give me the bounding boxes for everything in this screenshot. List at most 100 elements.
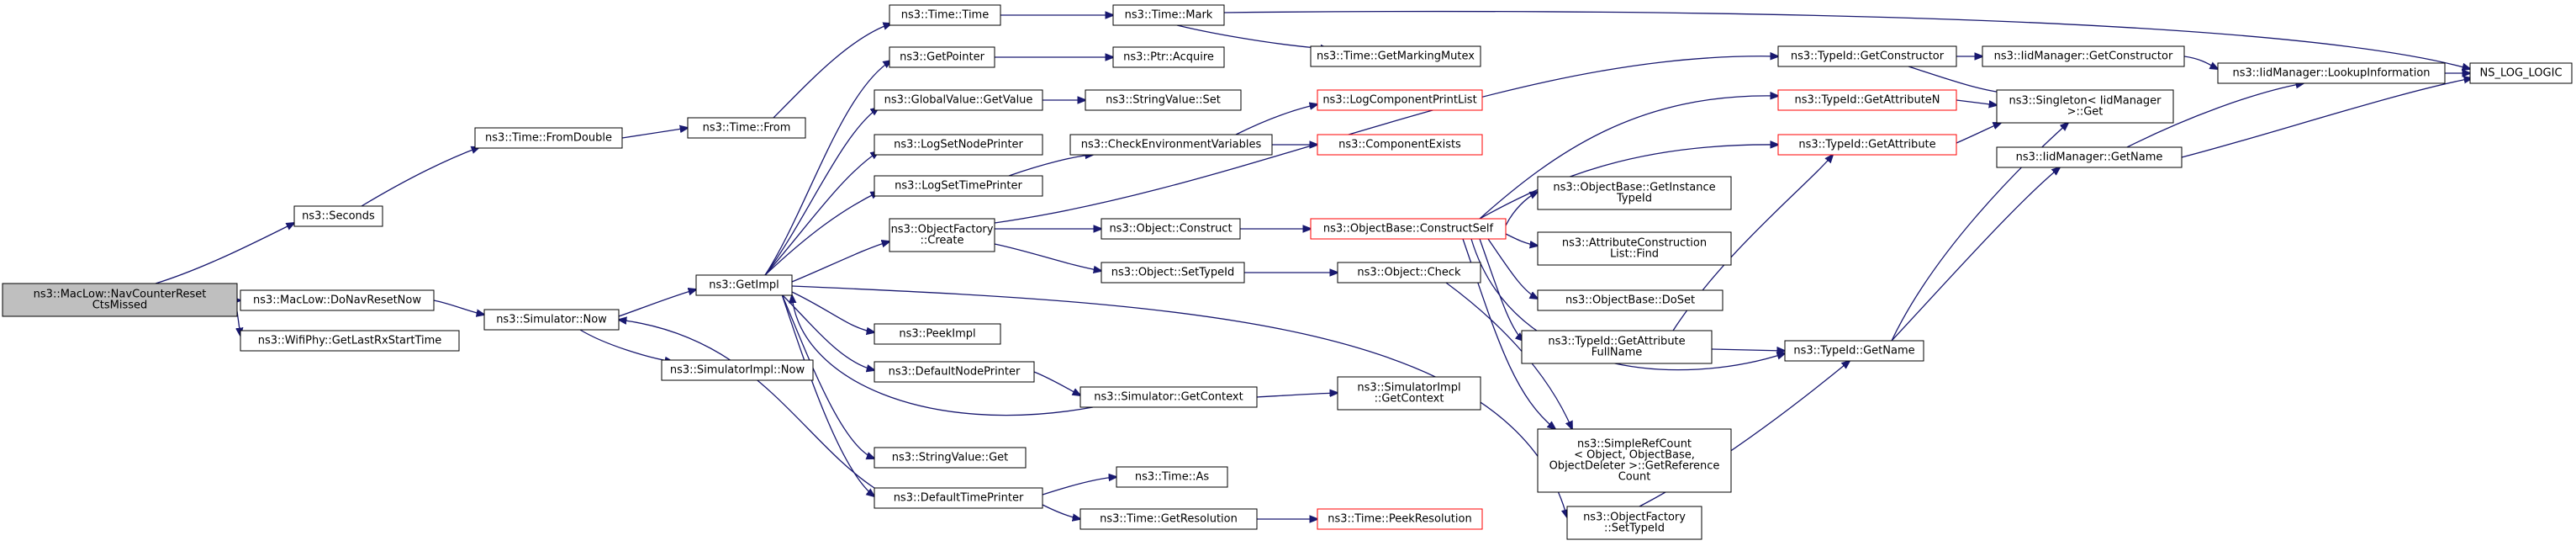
graph-node[interactable]: ns3::SimulatorImpl::Now (661, 359, 814, 381)
graph-node[interactable]: ns3::LogSetTimePrinter (874, 175, 1043, 197)
graph-node[interactable]: ns3::IidManager::LookupInformation (2217, 62, 2446, 84)
edge-iidgetname-to-lookupinfo (2126, 83, 2304, 148)
graph-node[interactable]: ns3::ObjectFactory::Create (889, 218, 995, 252)
node-box (1777, 134, 1957, 156)
graph-node[interactable]: ns3::Time::GetMarkingMutex (1310, 45, 1481, 67)
node-box (1317, 89, 1483, 111)
graph-node[interactable]: ns3::Singleton< IidManager >::Get (1996, 89, 2174, 124)
graph-node[interactable]: ns3::SimulatorImpl::GetContext (1337, 376, 1481, 411)
node-label: ns3::Object::SetTypeId (1111, 267, 1234, 279)
node-label: ns3::Simulator::Now (496, 314, 607, 326)
node-label: ns3::Time::PeekResolution (1328, 513, 1471, 526)
node-box (240, 289, 435, 311)
graph-node[interactable]: ns3::Object::Construct (1101, 218, 1241, 240)
graph-node[interactable]: ns3::Seconds (293, 205, 383, 227)
node-label: ns3::DefaultNodePrinter (889, 366, 1021, 379)
graph-node[interactable]: ns3::Time::PeekResolution (1317, 508, 1483, 530)
graph-node[interactable]: ns3::Time::As (1116, 466, 1228, 488)
node-box (1777, 45, 1957, 67)
edge-getimpl-to-defaultnodeprinter (781, 294, 874, 370)
node-label: NS_LOG_LOGIC (2479, 67, 2562, 80)
node-label: ns3::StringValue::Get (892, 452, 1008, 464)
edge-getimpl-to-globalvalue (764, 108, 879, 276)
graph-node[interactable]: ns3::GetPointer (889, 46, 995, 68)
node-label: ns3::ComponentExists (1338, 139, 1461, 151)
graph-node[interactable]: ns3::ObjectFactory::SetTypeId (1566, 506, 1702, 540)
graph-node[interactable]: ns3::Time::GetResolution (1079, 508, 1258, 530)
graph-node[interactable]: ns3::PeekImpl (874, 323, 1001, 345)
graph-node[interactable]: ns3::MacLow::DoNavResetNow (240, 289, 435, 311)
node-box (1566, 506, 1702, 540)
graph-node[interactable]: ns3::Simulator::Now (483, 309, 620, 331)
node-box (695, 274, 793, 296)
edge-defaulttimeprinter-to-timeas (1042, 477, 1116, 496)
graph-node[interactable]: ns3::Ptr::Acquire (1112, 46, 1225, 68)
node-label: ns3::AttributeConstruction (1562, 237, 1707, 250)
graph-node[interactable]: ns3::LogSetNodePrinter (874, 134, 1043, 156)
graph-node[interactable]: ns3::ObjectBase::DoSet (1537, 289, 1723, 311)
node-box (874, 89, 1043, 111)
node-label: ns3::PeekImpl (899, 328, 975, 341)
node-label: ns3::Time::GetResolution (1100, 513, 1238, 526)
graph-node[interactable]: ns3::TypeId::GetConstructor (1777, 45, 1957, 67)
graph-node[interactable]: ns3::TypeId::GetName (1784, 340, 1924, 362)
edge-simnow-to-getimpl (618, 289, 696, 317)
node-label: ns3::CheckEnvironmentVariables (1081, 139, 1262, 151)
node-label: ns3::IidManager::GetName (2016, 151, 2163, 164)
edge-objfactorycreate-to-getconstructor (994, 56, 1778, 224)
graph-node[interactable]: ns3::Time::Mark (1112, 4, 1225, 26)
edge-objcheck-to-simplerefcount (1445, 282, 1572, 429)
graph-node[interactable]: ns3::StringValue::Get (874, 447, 1027, 469)
graph-node[interactable]: ns3::Object::SetTypeId (1101, 262, 1245, 284)
graph-node[interactable]: ns3::WifiPhy::GetLastRxStartTime (240, 330, 460, 352)
node-label: ns3::IidManager::LookupInformation (2232, 67, 2430, 80)
node-label: ns3::Simulator::GetContext (1094, 391, 1243, 404)
node-box (483, 309, 620, 331)
node-box (874, 175, 1043, 197)
graph-node[interactable]: ns3::Time::From (687, 117, 806, 139)
graph-node[interactable]: ns3::StringValue::Set (1085, 89, 1242, 111)
node-box (889, 46, 995, 68)
node-label: ns3::SimulatorImpl::Now (670, 364, 805, 377)
graph-node[interactable]: ns3::IidManager::GetName (1996, 146, 2183, 168)
node-label: ns3::GetImpl (709, 279, 779, 292)
edges-layer (155, 10, 2472, 519)
graph-node[interactable]: ns3::IidManager::GetConstructor (1982, 45, 2185, 67)
graph-node[interactable]: ns3::Time::Time (889, 4, 1001, 26)
node-label: ns3::TypeId::GetAttributeN (1794, 94, 1940, 107)
edge-simnow-to-simimplnow (579, 329, 673, 362)
graph-node[interactable]: ns3::DefaultNodePrinter (874, 361, 1035, 383)
graph-node[interactable]: NS_LOG_LOGIC (2469, 62, 2573, 84)
graph-node[interactable]: ns3::GlobalValue::GetValue (874, 89, 1043, 111)
graph-node[interactable]: ns3::DefaultTimePrinter (874, 487, 1043, 509)
graph-node[interactable]: ns3::Simulator::GetContext (1079, 386, 1258, 408)
graph-node[interactable]: ns3::TypeId::GetAttributeN (1777, 89, 1957, 111)
edge-getimpl-to-logsettime (764, 192, 879, 276)
edge-constructself-to-doset (1487, 238, 1538, 299)
node-box (240, 330, 460, 352)
graph-node[interactable]: ns3::ObjectBase::ConstructSelf (1310, 218, 1507, 240)
graph-node[interactable]: ns3::Object::Check (1337, 262, 1481, 284)
edge-root-to-getlastrx (237, 310, 240, 336)
graph-node[interactable]: ns3::ComponentExists (1317, 134, 1483, 156)
edge-objfactorycreate-to-objsettypeid (994, 243, 1101, 271)
edge-constructself-to-attrconstruct (1505, 233, 1538, 246)
node-box (1521, 330, 1713, 364)
graph-node[interactable]: ns3::GetImpl (695, 274, 793, 296)
node-box (1537, 289, 1723, 311)
graph-node[interactable]: ns3::LogComponentPrintList (1317, 89, 1483, 111)
graph-node[interactable]: ns3::Time::FromDouble (474, 127, 623, 149)
node-label: ns3::Time::FromDouble (485, 132, 612, 145)
node-box (474, 127, 623, 149)
node-box (1112, 4, 1225, 26)
graph-node[interactable]: ns3::SimpleRefCount< Object, ObjectBase,… (1537, 428, 1732, 493)
graph-node[interactable]: ns3::CheckEnvironmentVariables (1069, 134, 1273, 156)
edge-root-to-seconds (155, 223, 294, 284)
edge-mark-to-getmarkingmutex (1176, 24, 1328, 49)
graph-node[interactable]: ns3::TypeId::GetAttribute (1777, 134, 1957, 156)
